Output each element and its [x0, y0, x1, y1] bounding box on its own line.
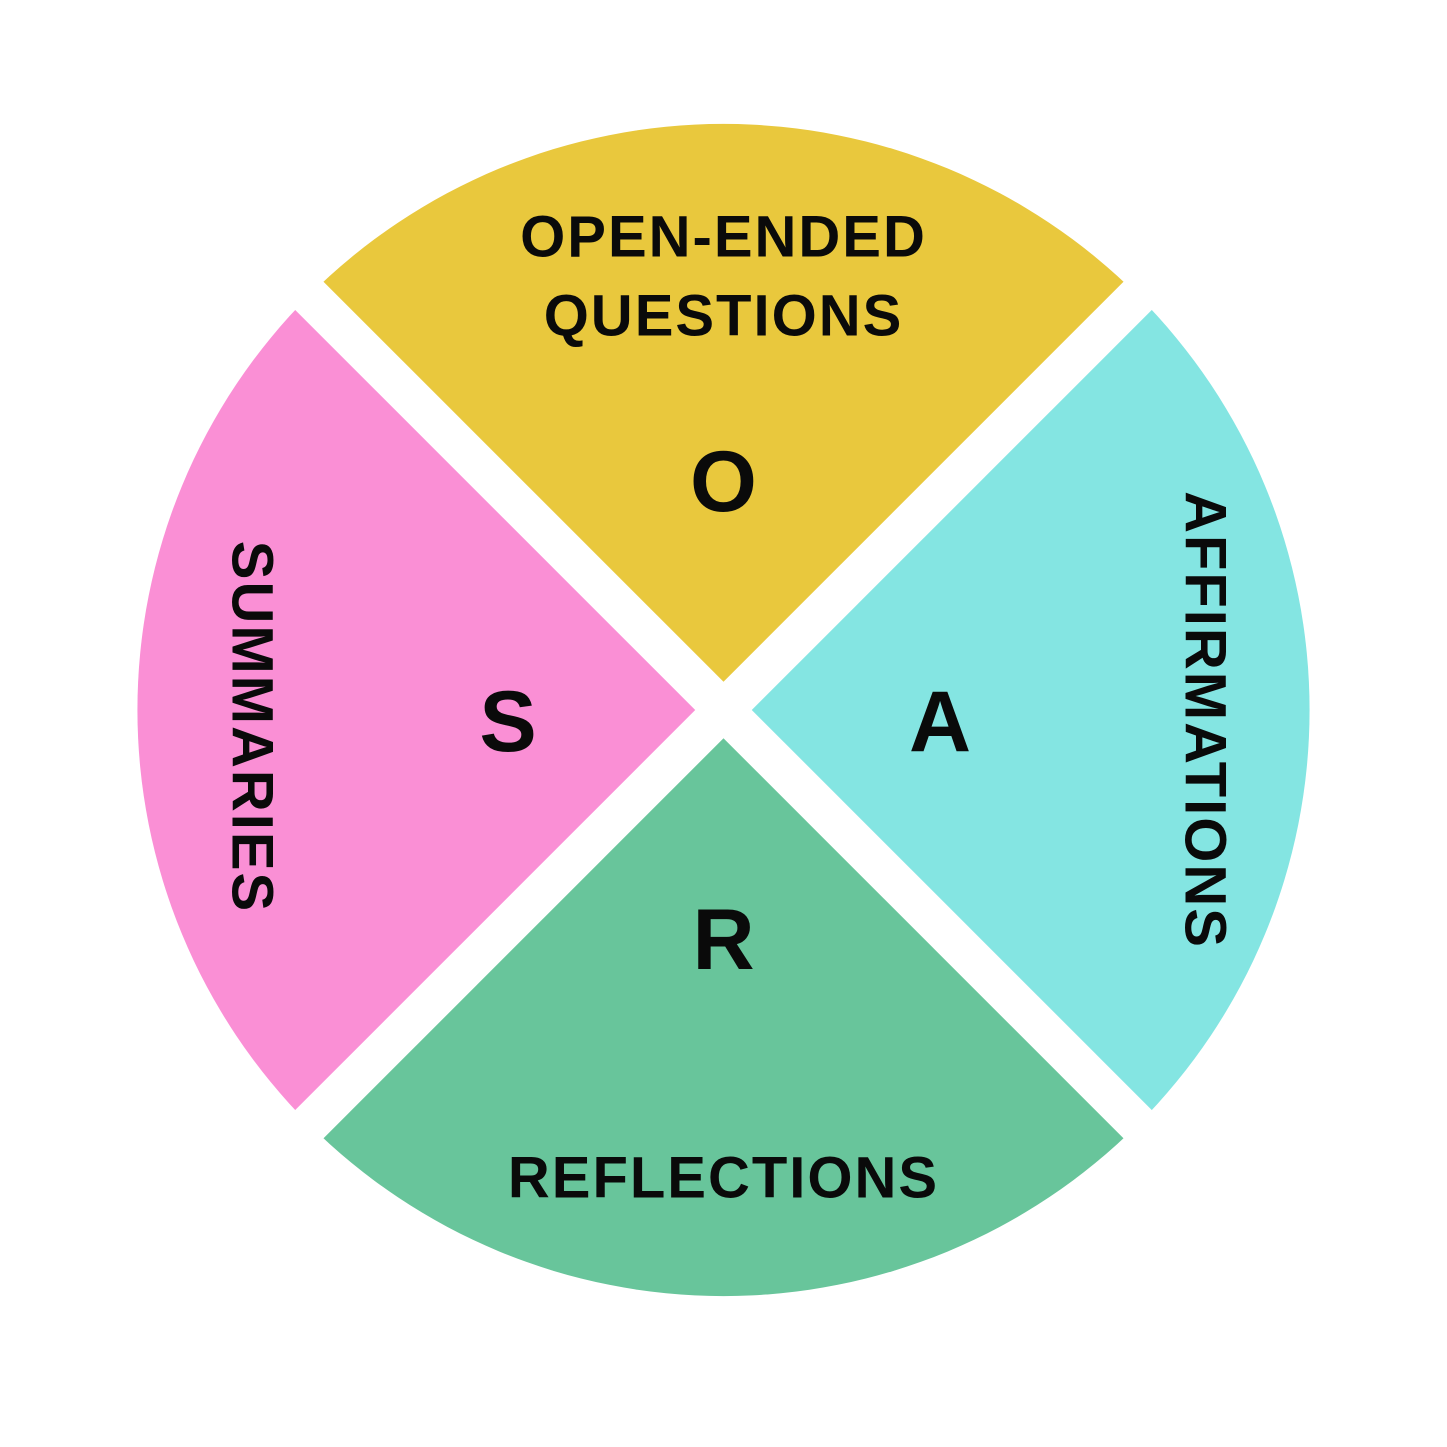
label-open-ended-line2: QUESTIONS: [544, 284, 904, 349]
label-open-ended-line1: OPEN-ENDED: [520, 205, 927, 270]
label-summaries: SUMMARIES: [220, 541, 285, 913]
quadrant-affirmations: [723, 295, 1310, 1125]
letter-r: R: [692, 892, 754, 988]
label-reflections: REFLECTIONS: [508, 1146, 939, 1211]
quadrant-reflections: [309, 710, 1138, 1297]
quadrant-open-ended-questions: [309, 123, 1138, 710]
label-affirmations: AFFIRMATIONS: [1173, 491, 1238, 949]
quadrant-summaries: [137, 295, 724, 1125]
divider-diagonal-ne-sw: [270, 257, 1177, 1163]
letter-s: S: [479, 674, 536, 770]
letter-a: A: [909, 674, 971, 770]
letter-o: O: [690, 434, 757, 530]
